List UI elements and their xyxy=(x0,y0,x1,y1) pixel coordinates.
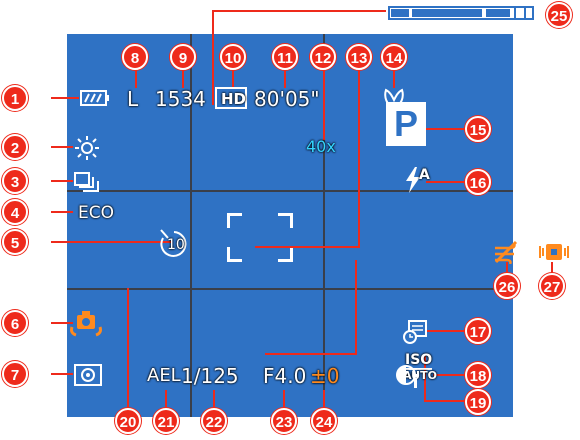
eco-label: ECO xyxy=(78,203,114,223)
callout-11: 11 xyxy=(272,44,298,70)
metering-icon xyxy=(74,364,102,386)
callout-27: 27 xyxy=(539,273,565,299)
callout-17: 17 xyxy=(465,318,491,344)
callout-22: 22 xyxy=(201,408,227,434)
movie-time-label: 80'05" xyxy=(254,87,320,111)
mode-badge: P xyxy=(386,102,426,146)
camera-shake-icon xyxy=(70,311,102,337)
callout-2: 2 xyxy=(2,134,28,160)
iso-label: ISO xyxy=(405,352,433,370)
exposure-compensation-label: ±0 xyxy=(310,364,340,388)
shots-remaining-label: 1534 xyxy=(155,87,206,111)
grid-line-h2 xyxy=(67,288,513,290)
callout-13: 13 xyxy=(346,44,372,70)
callout-20: 20 xyxy=(115,408,141,434)
callout-21: 21 xyxy=(153,408,179,434)
callout-18: 18 xyxy=(465,362,491,388)
callout-5: 5 xyxy=(2,229,28,255)
aperture-label: F4.0 xyxy=(263,364,307,388)
zoom-label: 40x xyxy=(306,137,336,156)
callout-9: 9 xyxy=(170,44,196,70)
white-balance-icon xyxy=(75,136,99,160)
callout-12: 12 xyxy=(310,44,336,70)
iso-auto-label: AUTO xyxy=(403,369,437,382)
zoom-bar-icon xyxy=(388,4,538,22)
date-stamp-icon xyxy=(403,320,427,344)
callout-4: 4 xyxy=(2,199,28,225)
af-frame xyxy=(227,213,293,262)
callout-3: 3 xyxy=(2,168,28,194)
callout-8: 8 xyxy=(122,44,148,70)
callout-26: 26 xyxy=(494,273,520,299)
callout-25: 25 xyxy=(546,2,572,28)
movie-quality-label: HD xyxy=(221,90,247,108)
callout-24: 24 xyxy=(311,408,337,434)
callout-14: 14 xyxy=(381,44,407,70)
callout-7: 7 xyxy=(2,361,28,387)
flash-mode-label: A xyxy=(419,167,430,183)
callout-19: 19 xyxy=(465,389,491,415)
wind-filter-icon xyxy=(494,240,518,264)
flash-icon: A xyxy=(403,166,437,194)
mode-label: P xyxy=(393,103,418,144)
shutter-speed-label: 1/125 xyxy=(181,364,239,388)
continuous-shooting-icon xyxy=(74,172,99,192)
iso-icon: ISO AUTO xyxy=(403,352,437,384)
ael-label: AEL xyxy=(147,365,181,386)
callout-10: 10 xyxy=(220,44,246,70)
callout-15: 15 xyxy=(465,116,491,142)
self-timer-icon: 10 xyxy=(158,228,190,258)
grid-line-v1 xyxy=(190,34,192,417)
self-timer-count: 10 xyxy=(167,237,185,253)
grid-line-h1 xyxy=(67,190,513,192)
movie-quality-icon: HD xyxy=(215,87,247,109)
image-size-label: L xyxy=(127,87,139,111)
callout-23: 23 xyxy=(271,408,297,434)
callout-6: 6 xyxy=(2,310,28,336)
grid-line-v2 xyxy=(323,34,325,417)
battery-icon xyxy=(80,90,109,106)
callout-16: 16 xyxy=(465,169,491,195)
i-contrast-icon xyxy=(396,365,417,388)
image-stabilization-icon xyxy=(539,244,569,260)
callout-1: 1 xyxy=(2,85,28,111)
